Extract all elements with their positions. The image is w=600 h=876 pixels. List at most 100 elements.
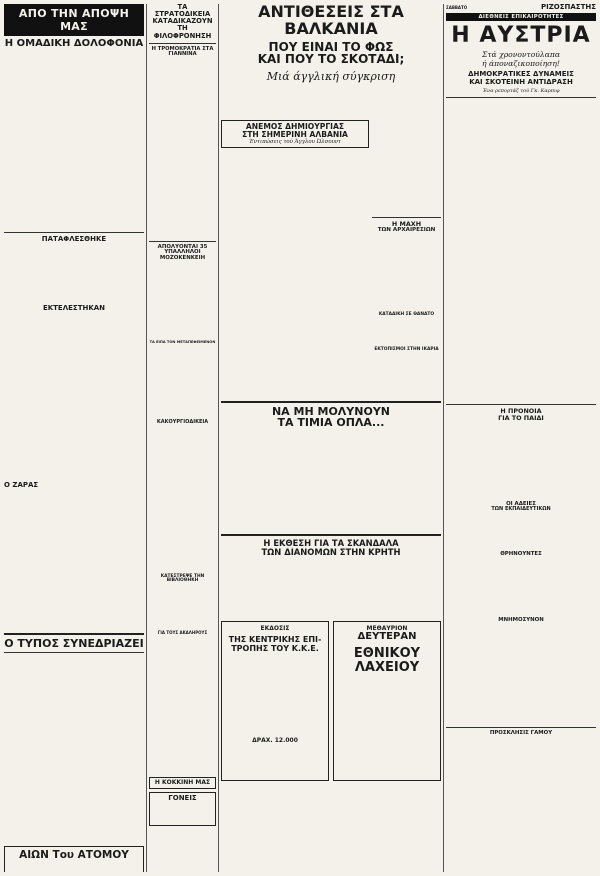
- ad-body: [225, 657, 325, 737]
- divider: [4, 632, 144, 635]
- ad-body: [337, 678, 437, 742]
- article-body: [221, 150, 369, 398]
- section-heading: ΚΑΚΟΥΡΓΙΟΔΙΚΕΙΑ: [156, 418, 209, 425]
- ad-body: [8, 863, 140, 872]
- masthead: ΡΙΖΟΣΠΑΣΤΗΣ: [540, 4, 596, 11]
- advertisement: Η ΚΟΚΚΙΝΗ ΜΑΣ: [149, 777, 216, 790]
- ad-title: ΕΘΝΙΚΟΥ ΛΑΧΕΙΟΥ: [353, 645, 421, 675]
- article-body: [4, 312, 144, 482]
- section-heading: ΜΝΗΜΟΣΥΝΟΝ: [498, 617, 544, 624]
- ad-price: ΔΡΑΧ. 12.000: [252, 737, 298, 745]
- column-rule: [218, 4, 219, 872]
- article-heading: ΤΑ ΣΤΡΑΤΟΔΙΚΕΙΑ ΚΑΤΑΔΙΚΑΖΟΥΝ ΤΗ ΦΙΛΟΦΡΟΝ…: [152, 4, 213, 40]
- section-heading: ΚΑΤΕΣΤΡΕΨΕ ΤΗΝ ΒΙΒΛΙΟΘΗΚΗ: [160, 573, 205, 584]
- sub-headline: ΚΑΙ ΣΚΟΤΕΙΝΗ ΑΝΤΙΔΡΑΣΗ: [469, 77, 573, 86]
- divider: [446, 404, 596, 406]
- article-headline: Η ΑΥΣΤΡΙΑ: [451, 23, 591, 49]
- section-heading: Η ΜΑΧΗ: [391, 219, 422, 228]
- section-heading: Ο ΖΑΡΑΣ: [4, 481, 39, 490]
- advertisement: ΓΟΝΕΙΣ: [149, 792, 216, 826]
- section-subheading: ΤΑ ΕΙΠΑ ΤΟΝ ΜΕΤΑΠΕΦΕΙΜΕΝΟΝ: [149, 339, 216, 344]
- article-body: [4, 53, 144, 229]
- section-heading: ΑΠΟΛΥΟΝΤΑΙ 35 ΥΠΑΛΛΗΛΟΙ ΜΟΖΟΚΕΝΚΕΙΗ: [157, 243, 208, 261]
- advertisement: ΕΚΔΟΣΙΣ ΤΗΣ ΚΕΝΤΡΙΚΗΣ ΕΠΙ- ΤΡΟΠΗΣ ΤΟΥ Κ.…: [221, 621, 329, 782]
- sub-headline: ΔΗΜΟΚΡΑΤΙΚΕΣ ΔΥΝΑΜΕΙΣ: [468, 70, 574, 79]
- lead-subtitle: Μιά άγγλική σύγκριση: [266, 69, 396, 83]
- article-body: [149, 262, 216, 340]
- article-body: [221, 431, 441, 531]
- section-heading: ΠΑΤΑΦΛΕΣΘΗΚΕ: [41, 234, 107, 243]
- feature-subheading: Έντιπώσεις τού Άγγλου Ώλσουντ: [248, 138, 342, 145]
- article-heading: Ο ΤΥΠΟΣ ΣΥΝΕΔΡΙΑΖΕΙ: [4, 636, 144, 650]
- article-body: [446, 558, 596, 618]
- editorial-heading: ΑΠΟ ΤΗΝ ΑΠΟΨΗ ΜΑΣ: [4, 4, 144, 36]
- section-heading: Η ΠΡΟΝΟΙΑ: [500, 407, 542, 416]
- feature-heading: ΑΝΕΜΟΣ ΔΗΜΙΟΥΡΓΙΑΣ: [245, 121, 345, 131]
- advertisement: ΜΕΘΑΥΡΙΟΝ ΔΕΥΤΕΡΑΝ ΕΘΝΙΚΟΥ ΛΑΧΕΙΟΥ: [333, 621, 441, 782]
- divider: [149, 42, 216, 44]
- lead-headline-line: ΚΑΙ ΠΟΥ ΤΟ ΣΚΟΤΑΔΙ;: [257, 52, 405, 67]
- article-heading: ΤΑ ΤΙΜΙΑ ΟΠΛΑ...: [277, 416, 385, 430]
- article-body: [4, 656, 144, 846]
- section-heading: ΤΩΝ ΕΚΠΑΙΔΕΥΤΙΚΩΝ: [491, 506, 551, 513]
- dateline: ΣΑΒΒΑΤΟ: [446, 5, 468, 11]
- advertisement: ΑΙΩΝ Του ΑΤΟΜΟΥ: [4, 846, 144, 872]
- article-body: [372, 118, 441, 214]
- ad-title: ΑΙΩΝ Του ΑΤΟΜΟΥ: [19, 849, 129, 862]
- divider: [446, 97, 596, 99]
- article-body: [446, 422, 596, 502]
- divider: [221, 533, 441, 536]
- article-body: [149, 58, 216, 238]
- column-rule: [443, 4, 444, 872]
- masthead-bar: ΣΑΒΒΑΤΟ ΡΙΖΟΣΠΑΣΤΗΣ: [446, 4, 596, 11]
- article-heading: ΝΑ ΜΗ ΜΟΛΥΝΟΥΝ: [271, 404, 391, 418]
- column-3: ΑΝΤΙΘΕΣΕΙΣ ΣΤΑ ΒΑΛΚΑΝΙΑ ΠΟΥ ΕΙΝΑΙ ΤΟ ΦΩΣ…: [221, 4, 441, 872]
- section-heading: Η ΤΡΟΜΟΚΡΑΤΙΑ ΣΤΑ ΓΙΑΝΝΙΝΑ: [151, 45, 214, 58]
- lead-headline-line: ΠΟΥ ΕΙΝΑΙ ΤΟ ΦΩΣ: [268, 39, 394, 54]
- divider: [372, 216, 441, 218]
- article-body: [372, 353, 441, 393]
- article-body: [221, 558, 441, 618]
- section-heading: ΕΚΤΕΛΕΣΤΗΚΑΝ: [42, 303, 106, 312]
- section-heading: ΠΡΟΣΚΛΗΣΙΣ ΓΑΜΟΥ: [489, 729, 553, 736]
- ad-title: ΤΗΣ ΚΕΝΤΡΙΚΗΣ ΕΠΙ- ΤΡΟΠΗΣ ΤΟΥ Κ.Κ.Ε.: [228, 635, 322, 653]
- ad-body: [152, 803, 213, 823]
- section-heading: ΚΑΤΑΔΙΚΗ ΣΕ ΘΑΝΑΤΟ: [378, 312, 435, 318]
- section-heading: ΟΙ ΑΔΕΙΕΣ: [506, 500, 536, 507]
- ad-kicker: ΜΕΘΑΥΡΙΟΝ: [366, 625, 408, 633]
- section-heading: ΘΡΗΝΟΥΝΤΕΣ: [500, 551, 542, 558]
- feature-box: ΑΝΕΜΟΣ ΔΗΜΙΟΥΡΓΙΑΣ ΣΤΗ ΣΗΜΕΡΙΝΗ ΑΛΒΑΝΙΑ …: [221, 119, 369, 148]
- article-body: [149, 425, 216, 575]
- article-body: [446, 101, 596, 401]
- article-body: [149, 584, 216, 630]
- divider: [149, 240, 216, 242]
- byline: Ένα ρεπορτάζ τού Γκ. Καρπιφ: [482, 88, 560, 95]
- article-body: [446, 512, 596, 552]
- ad-title: Η ΚΟΚΚΙΝΗ ΜΑΣ: [154, 779, 211, 787]
- divider: [446, 726, 596, 728]
- article-intro: [221, 86, 441, 118]
- article-body: [372, 233, 441, 313]
- section-subheading: ΓΙΑ ΤΟΥΣ ΑΚΑΛΗΡΟΥΣ: [157, 630, 208, 636]
- lead-headline: ΑΝΤΙΘΕΣΕΙΣ ΣΤΑ ΒΑΛΚΑΝΙΑ: [258, 4, 404, 38]
- editorial-subheading: Η ΟΜΑΔΙΚΗ ΔΟΛΟΦΟΝΙΑ: [4, 38, 144, 49]
- article-heading: ΤΩΝ ΔΙΑΝΟΜΩΝ ΣΤΗΝ ΚΡΗΤΗ: [261, 546, 401, 557]
- column-1: ΑΠΟ ΤΗΝ ΑΠΟΨΗ ΜΑΣ Η ΟΜΑΔΙΚΗ ΔΟΛΟΦΟΝΙΑ ΠΑ…: [4, 4, 144, 872]
- column-rule: [146, 4, 147, 872]
- deck-line: ή άποναζικοποίηση!: [482, 59, 560, 69]
- article-body: [4, 490, 144, 630]
- ad-day: ΔΕΥΤΕΡΑΝ: [357, 631, 417, 643]
- section-kicker: ΔΙΕΘΝΕΙΣ ΕΠΙΚΑΙΡΟΤΗΤΕΣ: [446, 13, 596, 22]
- article-body: [4, 243, 144, 305]
- deck-line: Στά χρονοντούλαπα: [481, 50, 560, 60]
- feature-heading: ΣΤΗ ΣΗΜΕΡΙΝΗ ΑΛΒΑΝΙΑ: [242, 129, 348, 139]
- article-body: [372, 318, 441, 348]
- article-heading: Η ΕΚΘΕΣΗ ΓΙΑ ΤΑ ΣΚΑΝΔΑΛΑ: [263, 537, 399, 548]
- divider: [4, 231, 144, 233]
- column-2: ΤΑ ΣΤΡΑΤΟΔΙΚΕΙΑ ΚΑΤΑΔΙΚΑΖΟΥΝ ΤΗ ΦΙΛΟΦΡΟΝ…: [149, 4, 216, 872]
- article-body: [446, 737, 596, 767]
- divider: [221, 400, 441, 403]
- article-body: [446, 624, 596, 724]
- divider: [4, 652, 144, 654]
